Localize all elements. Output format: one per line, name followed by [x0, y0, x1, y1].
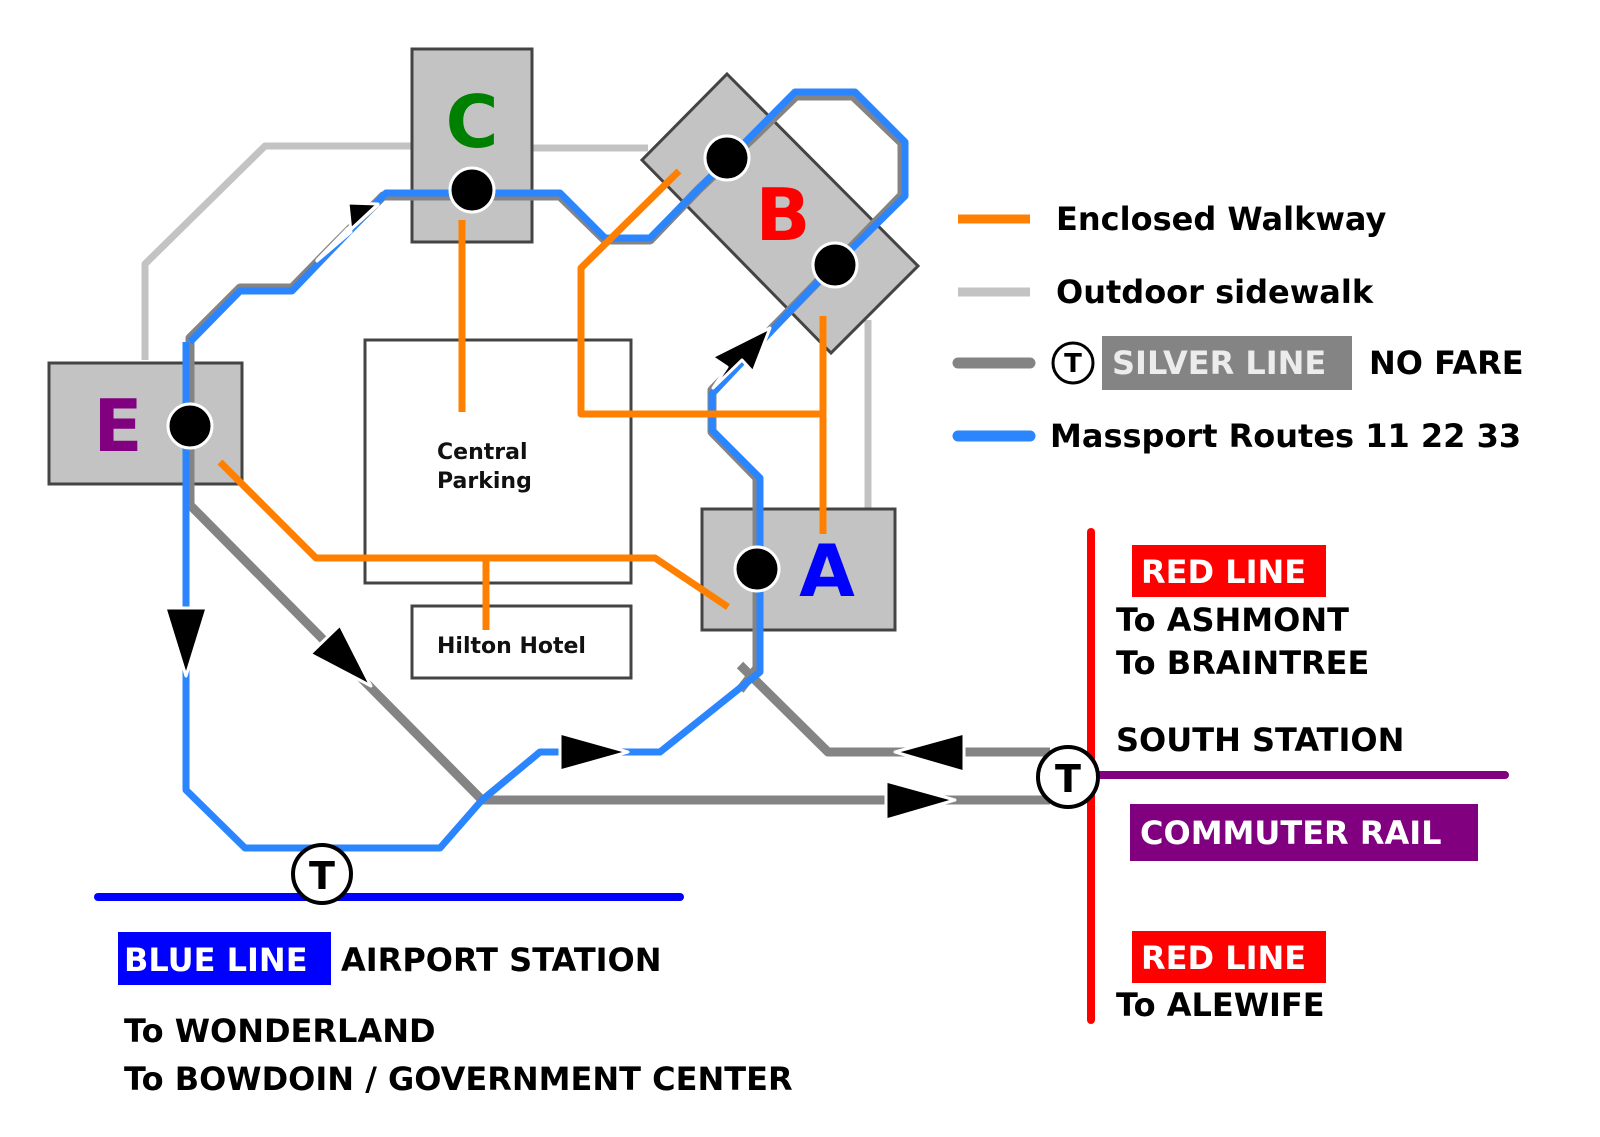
terminal-a-box[interactable] — [700, 507, 897, 632]
legend-label-massport: Massport Routes 11 22 33 — [1050, 417, 1521, 455]
commuter-rail-badge — [1130, 804, 1478, 861]
t-logo-icon[interactable]: T — [1036, 745, 1100, 809]
red-line-badge-top — [1132, 545, 1326, 597]
arrow-left-silver — [893, 731, 966, 774]
arrow-down-right-silver — [308, 623, 373, 688]
svg-text:T: T — [309, 854, 335, 898]
walkway-b-loop — [577, 168, 823, 418]
outdoor-sidewalks — [141, 142, 872, 515]
red-line-south-station: RED LINE To ASHMONT To BRAINTREE SOUTH S… — [1036, 528, 1509, 1024]
central-parking-building[interactable]: Central Parking — [363, 338, 633, 585]
arrow-right-silver-bottom — [884, 779, 957, 822]
svg-text:T: T — [1055, 757, 1081, 801]
legend-label-sidewalk: Outdoor sidewalk — [1056, 273, 1374, 311]
stop-terminal-b-upper[interactable] — [703, 134, 751, 182]
blue-line-airport-station: T BLUE LINE AIRPORT STATION To WONDERLAN… — [94, 843, 793, 1098]
red-line-dest-alewife: To ALEWIFE — [1116, 986, 1325, 1024]
arrow-down-e — [163, 606, 209, 678]
silver-line-badge — [1102, 336, 1352, 390]
central-parking-label-line2: Parking — [437, 469, 532, 494]
blue-line-dest-wonderland: To WONDERLAND — [124, 1012, 436, 1050]
t-logo-icon: T — [1051, 341, 1095, 385]
red-line-badge-bottom — [1132, 931, 1326, 983]
arrow-right-massport — [558, 731, 630, 773]
blue-line-badge-text: BLUE LINE — [124, 941, 308, 979]
central-parking-label-line1: Central — [437, 440, 527, 465]
arrow-up-right-a-to-b — [710, 326, 772, 390]
sidewalk-e-to-c — [141, 142, 412, 360]
legend-outdoor-sidewalk: Outdoor sidewalk — [958, 273, 1374, 311]
legend: Enclosed Walkway Outdoor sidewalk T SILV… — [952, 200, 1524, 455]
airport-station-label: AIRPORT STATION — [341, 941, 662, 979]
route-stops — [166, 134, 859, 593]
stop-terminal-e[interactable] — [166, 402, 214, 450]
terminal-b-letter: B — [756, 173, 811, 257]
blue-line-badge — [118, 932, 331, 985]
svg-text:T: T — [1064, 349, 1082, 379]
terminal-e-letter: E — [93, 384, 142, 468]
commuter-rail-badge-text: COMMUTER RAIL — [1140, 814, 1442, 852]
legend-label-walkway: Enclosed Walkway — [1056, 200, 1387, 238]
stop-terminal-a[interactable] — [733, 545, 781, 593]
enclosed-walkways — [217, 168, 827, 630]
red-line-badge-top-text: RED LINE — [1141, 553, 1306, 591]
legend-silver-line: T SILVER LINE NO FARE — [952, 336, 1524, 390]
t-logo-icon[interactable]: T — [291, 843, 353, 905]
stop-terminal-c[interactable] — [448, 166, 496, 214]
hilton-hotel-label: Hilton Hotel — [437, 634, 586, 659]
terminal-c-letter: C — [446, 80, 499, 164]
massport-route — [182, 88, 909, 852]
arrow-up-right-c-fill — [315, 201, 380, 263]
hilton-hotel-building[interactable]: Hilton Hotel — [410, 604, 633, 680]
silver-line-badge-text: SILVER LINE — [1112, 344, 1326, 382]
red-line-dest-braintree: To BRAINTREE — [1116, 644, 1369, 682]
blue-line-dest-bowdoin: To BOWDOIN / GOVERNMENT CENTER — [124, 1060, 793, 1098]
silver-line-no-fare: NO FARE — [1369, 344, 1524, 382]
south-station-label: SOUTH STATION — [1116, 721, 1404, 759]
legend-enclosed-walkway: Enclosed Walkway — [958, 200, 1387, 238]
stop-terminal-b-lower[interactable] — [811, 241, 859, 289]
red-line-dest-ashmont: To ASHMONT — [1116, 601, 1349, 639]
legend-massport: Massport Routes 11 22 33 — [952, 417, 1521, 455]
terminal-a-letter: A — [799, 529, 855, 613]
red-line-badge-bottom-text: RED LINE — [1141, 939, 1306, 977]
direction-arrows — [163, 201, 966, 822]
